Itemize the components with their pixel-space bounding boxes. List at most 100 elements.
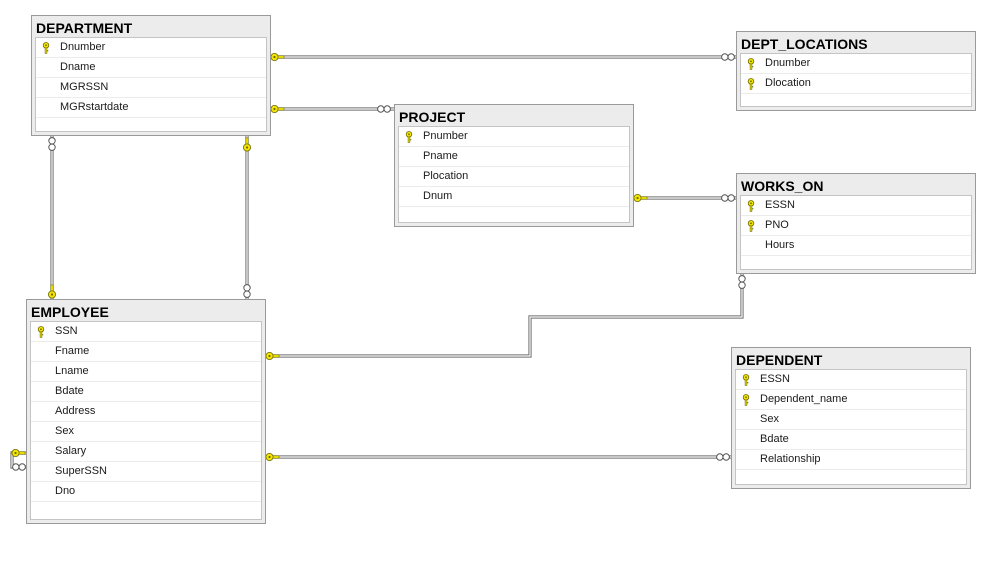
column-name: Dno [55, 485, 76, 497]
column-name: SSN [55, 325, 78, 337]
column-name: PNO [765, 219, 789, 231]
column-row[interactable]: Fname [31, 342, 261, 362]
column-row[interactable]: Salary [31, 442, 261, 462]
column-name: Address [55, 405, 96, 417]
column-row[interactable]: Bdate [736, 430, 966, 450]
column-list: ESSN PNO Hours [740, 195, 972, 270]
column-row[interactable]: Address [31, 402, 261, 422]
key-icon [270, 53, 285, 61]
column-name: Pnumber [423, 130, 468, 142]
key-icon [243, 137, 251, 152]
infinity-icon [377, 105, 391, 113]
column-name: Dnumber [765, 57, 811, 69]
infinity-icon [721, 194, 735, 202]
key-icon [11, 449, 26, 457]
key-icon [42, 42, 50, 54]
infinity-icon [12, 463, 26, 471]
key-icon [742, 394, 750, 406]
column-name: Hours [765, 239, 795, 251]
key-icon [747, 200, 755, 212]
key-icon [265, 453, 280, 461]
column-row[interactable]: Dependent_name [736, 390, 966, 410]
column-name: SuperSSN [55, 465, 107, 477]
key-icon [742, 374, 750, 386]
column-name: Bdate [760, 433, 789, 445]
column-name: ESSN [760, 373, 790, 385]
column-row[interactable]: ESSN [736, 370, 966, 390]
key-icon [48, 284, 56, 299]
column-row[interactable]: ESSN [741, 196, 971, 216]
column-name: Dlocation [765, 77, 811, 89]
column-row[interactable]: SSN [31, 322, 261, 342]
column-row[interactable]: Pnumber [399, 127, 629, 147]
column-row[interactable]: Dnumber [741, 54, 971, 74]
infinity-icon [243, 284, 251, 298]
infinity-icon [738, 275, 746, 289]
table-title: DEPENDENT [736, 352, 823, 368]
column-name: Sex [55, 425, 74, 437]
column-name: Bdate [55, 385, 84, 397]
column-row[interactable]: Dno [31, 482, 261, 502]
column-name: Lname [55, 365, 89, 377]
table-title: DEPT_LOCATIONS [741, 36, 868, 52]
infinity-icon [721, 53, 735, 61]
column-row[interactable]: MGRstartdate [36, 98, 266, 118]
table-title: PROJECT [399, 109, 466, 125]
relationship-line [266, 274, 744, 358]
column-row[interactable]: Hours [741, 236, 971, 256]
key-icon [633, 194, 648, 202]
column-row[interactable]: Bdate [31, 382, 261, 402]
column-name: Pname [423, 150, 458, 162]
column-row[interactable]: Sex [736, 410, 966, 430]
column-row[interactable]: Pname [399, 147, 629, 167]
key-icon [747, 58, 755, 70]
key-icon [747, 220, 755, 232]
table-title: EMPLOYEE [31, 304, 109, 320]
column-row[interactable]: Dlocation [741, 74, 971, 94]
column-name: Dname [60, 61, 96, 73]
column-row[interactable]: Lname [31, 362, 261, 382]
column-name: MGRstartdate [60, 101, 129, 113]
column-row[interactable]: SuperSSN [31, 462, 261, 482]
column-name: Sex [760, 413, 779, 425]
column-name: MGRSSN [60, 81, 109, 93]
relationship-line-inner [266, 274, 743, 357]
column-name: Relationship [760, 453, 821, 465]
table-title: DEPARTMENT [36, 20, 133, 36]
table-works-on[interactable]: WORKS_ON ESSN PNO Hours [736, 173, 976, 274]
infinity-icon [716, 453, 730, 461]
column-name: Plocation [423, 170, 469, 182]
table-title: WORKS_ON [741, 178, 824, 194]
key-icon [265, 352, 280, 360]
column-row[interactable]: Dname [36, 58, 266, 78]
column-name: Dnumber [60, 41, 106, 53]
column-row[interactable]: MGRSSN [36, 78, 266, 98]
key-icon [747, 78, 755, 90]
column-row[interactable]: Sex [31, 422, 261, 442]
column-row[interactable]: Dnumber [36, 38, 266, 58]
column-row[interactable]: Relationship [736, 450, 966, 470]
column-name: Salary [55, 445, 87, 457]
key-icon [270, 105, 285, 113]
column-row[interactable]: PNO [741, 216, 971, 236]
key-icon [405, 131, 413, 143]
column-row[interactable]: Dnum [399, 187, 629, 207]
infinity-icon [48, 137, 56, 151]
column-name: Dnum [423, 190, 453, 202]
column-name: ESSN [765, 199, 795, 211]
column-name: Dependent_name [760, 393, 848, 405]
column-row[interactable]: Plocation [399, 167, 629, 187]
column-name: Fname [55, 345, 90, 357]
key-icon [37, 326, 45, 338]
